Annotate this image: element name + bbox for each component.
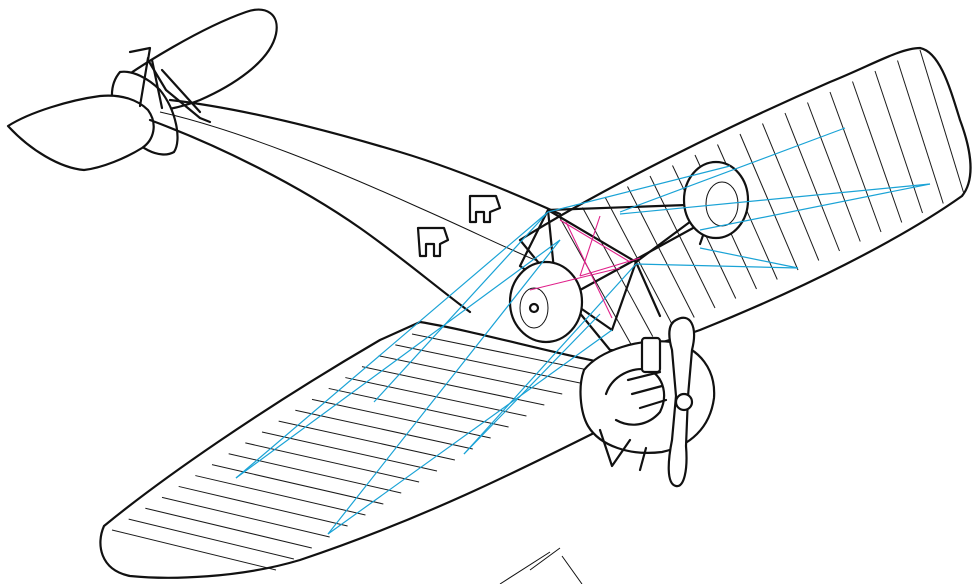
- bracing-wire: [619, 127, 846, 213]
- ground-line: [499, 547, 583, 584]
- step-bracket-1: [468, 194, 502, 224]
- wing-rib: [395, 344, 581, 384]
- step-bracket-2: [416, 226, 450, 258]
- wing-rib: [897, 60, 944, 204]
- wing-rib: [807, 102, 861, 242]
- bracing-wires: [235, 127, 931, 535]
- engine-manifold: [626, 370, 668, 410]
- wing-rib: [295, 409, 473, 450]
- right-wheel: [682, 160, 750, 240]
- bracing-wire: [373, 211, 549, 403]
- bracing-wire: [619, 183, 931, 215]
- wing-rib: [261, 431, 438, 472]
- bracing-wire: [699, 183, 931, 231]
- bracing-wire: [463, 313, 601, 455]
- wing-rib: [411, 333, 599, 373]
- bracing-wire: [635, 263, 799, 269]
- wing-rib: [582, 207, 654, 337]
- wing-rib: [128, 518, 295, 560]
- wing-rib: [784, 112, 840, 252]
- left-wing: [99, 320, 610, 579]
- bracing-wire: [699, 247, 799, 269]
- left-wing-outline: [99, 320, 610, 579]
- wing-rib: [627, 186, 695, 318]
- wing-rib: [762, 123, 820, 261]
- wing-rib: [311, 398, 491, 439]
- wing-rib: [739, 133, 799, 271]
- cowling-opening: [604, 368, 666, 426]
- cross-tie: [529, 267, 621, 291]
- fuselage-centerline: [159, 111, 541, 263]
- left-wheel-hub: [519, 287, 549, 329]
- bracing-wire: [463, 263, 637, 455]
- wing-rib: [278, 420, 455, 461]
- wing-rib: [211, 464, 384, 505]
- wing-rib: [649, 175, 716, 309]
- left-wheel-axle-cap: [528, 302, 540, 314]
- wing-rib: [178, 485, 348, 527]
- fuselage-top-edge: [168, 98, 562, 216]
- wing-rib: [852, 81, 903, 223]
- wing-rib: [604, 196, 674, 328]
- tail-strut: [138, 56, 202, 114]
- bracing-wire: [547, 165, 731, 213]
- wing-rib: [161, 496, 330, 538]
- ground-shadow: [499, 547, 583, 584]
- wing-rib: [111, 529, 277, 571]
- bracing-wire: [327, 329, 613, 535]
- wing-rib: [829, 91, 882, 233]
- cross-tie: [565, 221, 613, 319]
- cross-tie: [559, 219, 631, 263]
- bracing-wire: [327, 239, 561, 535]
- engine-group: [579, 316, 716, 488]
- tail-group: [6, 8, 278, 172]
- engine-cylinder: [640, 336, 662, 374]
- wing-rib: [919, 49, 965, 195]
- bracing-wire: [235, 239, 561, 479]
- wing-rib: [328, 387, 509, 428]
- elevator: [6, 94, 155, 172]
- cross-tie: [579, 257, 641, 277]
- fuselage: [148, 98, 562, 314]
- wing-rib: [195, 475, 366, 516]
- wing-rib: [145, 507, 312, 549]
- bracing-wire: [235, 211, 549, 479]
- propeller-hub: [674, 392, 694, 412]
- engine-mount: [598, 428, 648, 472]
- tail-skid: [128, 46, 212, 124]
- cross-tie: [579, 215, 601, 277]
- wing-rib: [874, 70, 923, 214]
- fuselage-side-edge: [148, 118, 472, 314]
- cross-ties: [529, 215, 641, 319]
